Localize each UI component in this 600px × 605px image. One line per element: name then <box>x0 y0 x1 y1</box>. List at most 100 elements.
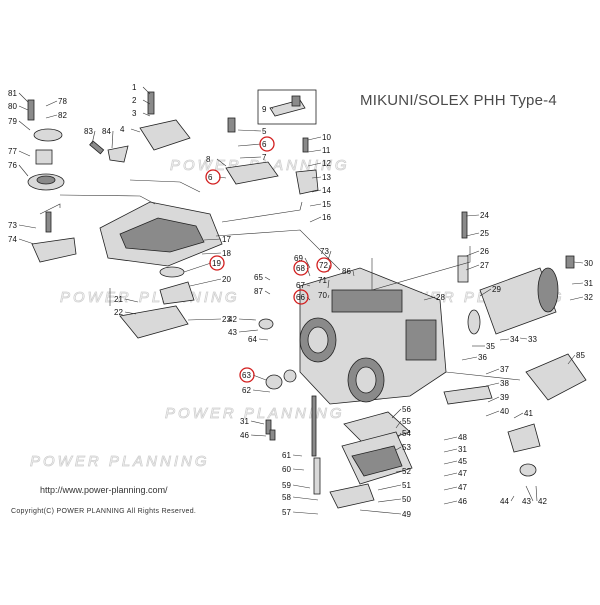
leader-line <box>461 356 478 361</box>
leader-line <box>187 318 222 321</box>
leader-line <box>252 389 271 393</box>
guide-line <box>129 179 201 193</box>
leader-line <box>18 238 35 245</box>
part-number-label: 62 <box>242 386 251 395</box>
part-number-label: 34 <box>510 335 519 344</box>
part-number-label: 17 <box>222 235 231 244</box>
leader-line <box>91 130 96 145</box>
part-number-label: 55 <box>402 417 411 426</box>
leader-line <box>142 99 151 105</box>
leader-line <box>18 92 29 103</box>
bowl-gasket-part <box>343 411 411 447</box>
leader-line <box>309 203 322 207</box>
leader-line <box>18 105 29 111</box>
part-number-label: 41 <box>524 409 533 418</box>
part-number-label: 40 <box>500 407 509 416</box>
leader-line <box>573 261 584 264</box>
part-number-label: 46 <box>458 497 467 506</box>
highlight-circle <box>239 367 255 383</box>
leader-line <box>327 250 332 261</box>
copyright-notice: Copyright(C) POWER PLANNING All Rights R… <box>11 508 197 515</box>
pump-piston-part <box>467 309 481 335</box>
cover-plate-part <box>139 119 191 151</box>
part-number-label: 67 <box>296 281 305 290</box>
part-number-label: 72 <box>319 261 328 270</box>
leader-line <box>443 486 458 491</box>
highlight-circle <box>293 289 309 305</box>
leader-line <box>307 149 322 153</box>
leader-line <box>124 311 137 315</box>
pin-part <box>45 211 52 233</box>
guide-lines <box>39 179 521 381</box>
part-number-label: 13 <box>322 173 331 182</box>
leader-line <box>18 164 29 177</box>
part-number-label: 73 <box>8 221 17 230</box>
leader-line <box>237 143 262 147</box>
leader-line <box>397 432 402 439</box>
highlight-circle <box>209 255 225 271</box>
leader-line <box>311 189 322 193</box>
part-number-label: 28 <box>436 293 445 302</box>
part-number-label: 35 <box>486 342 495 351</box>
part-number-label: 14 <box>322 186 331 195</box>
leader-line <box>111 130 114 149</box>
part-number-label: 8 <box>206 155 211 164</box>
leader-line <box>485 410 500 417</box>
leader-line <box>183 262 212 273</box>
part-number-label: 48 <box>458 433 467 442</box>
leader-line <box>485 382 500 387</box>
leader-line <box>309 216 322 223</box>
website-url[interactable]: http://www.power-planning.com/ <box>40 485 168 495</box>
part-number-label: 23 <box>222 315 231 324</box>
guide-line <box>215 229 341 271</box>
part-number-label: 78 <box>58 97 67 106</box>
part-number-label: 76 <box>8 161 17 170</box>
part-number-label: 31 <box>584 279 593 288</box>
leader-line <box>465 232 480 237</box>
gasket-ring-part <box>159 266 185 278</box>
part-number-label: 77 <box>8 147 17 156</box>
leader-line <box>250 434 267 437</box>
part-number-label: 39 <box>500 393 509 402</box>
leader-line <box>377 484 402 491</box>
watermark-group: POWER PLANNING POWER PLANNING POWER PLAN… <box>30 157 562 471</box>
leader-line <box>567 354 576 365</box>
cover-screw-part <box>147 91 155 115</box>
leader-line <box>130 128 141 133</box>
part-number-label: 25 <box>480 229 489 238</box>
leader-line <box>292 511 319 515</box>
spring-part <box>35 149 53 165</box>
float-bowl-inner <box>351 445 403 477</box>
part-number-label: 4 <box>120 125 125 134</box>
part-number-label: 50 <box>402 495 411 504</box>
watermark-text: POWER PLANNING <box>60 289 240 306</box>
leader-line <box>292 468 305 471</box>
washer-part <box>258 318 274 330</box>
leader-line <box>423 296 436 301</box>
part-number-label: 24 <box>480 211 489 220</box>
float-bowl-inner <box>36 175 56 185</box>
part-number-label: 26 <box>480 247 489 256</box>
pump-screw-part <box>565 255 575 269</box>
leader-line <box>201 252 222 255</box>
part-number-label: 18 <box>222 249 231 258</box>
leader-line <box>359 509 402 515</box>
part-number-label: 46 <box>240 431 249 440</box>
leader-line <box>264 276 271 281</box>
leader-line <box>487 396 500 403</box>
spring-rod-part <box>89 140 105 155</box>
leader-line <box>571 282 584 285</box>
leader-line <box>525 485 534 502</box>
bore-left-inner <box>307 326 329 354</box>
part-number-label: 5 <box>262 127 267 136</box>
part-number-label: 47 <box>458 483 467 492</box>
part-number-label: 51 <box>402 481 411 490</box>
accelerator-pump-part <box>479 267 557 335</box>
part-number-label: 80 <box>8 102 17 111</box>
part-number-label: 36 <box>478 353 487 362</box>
leader-line <box>216 158 227 167</box>
leader-line <box>352 270 355 277</box>
screw-part <box>265 419 272 435</box>
